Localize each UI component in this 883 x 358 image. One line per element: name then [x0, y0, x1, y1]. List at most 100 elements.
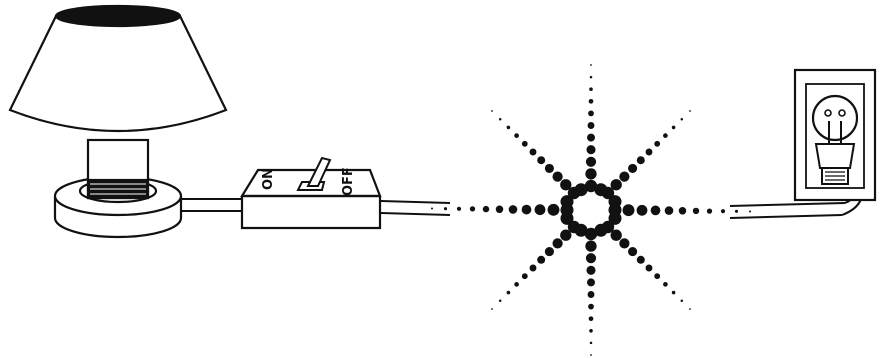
spark-dot: [552, 238, 563, 249]
spark-dot: [574, 223, 588, 237]
spark-dot: [588, 303, 594, 310]
spark-dot: [689, 110, 691, 112]
spark-dot: [749, 210, 751, 213]
spark-dot: [587, 122, 595, 129]
spark-dot: [544, 163, 554, 173]
lamp-neck: [86, 138, 150, 200]
spark-dot: [636, 255, 645, 264]
power-plug: [814, 121, 856, 185]
spark-dot: [584, 179, 598, 193]
spark-dot: [610, 229, 622, 241]
spark-dot: [610, 179, 622, 191]
spark-dot: [491, 110, 493, 112]
spark-dot: [514, 133, 519, 138]
spark-dot: [506, 290, 511, 295]
spark-dot: [586, 265, 596, 275]
spark-dot: [521, 140, 528, 147]
spark-dot: [636, 204, 648, 216]
spark-dot: [590, 64, 592, 66]
spark-dot: [521, 204, 532, 215]
spark-dot: [619, 171, 630, 182]
spark-dot: [587, 133, 595, 142]
spark-dot: [680, 117, 684, 121]
spark-dot: [560, 229, 572, 241]
spark-dot: [560, 179, 572, 191]
spark-dot: [720, 209, 726, 214]
spark-dot: [506, 125, 511, 130]
spark-dot: [622, 204, 635, 217]
spark-dot: [680, 299, 684, 303]
spark-dot: [589, 329, 593, 333]
spark-dot: [498, 117, 502, 121]
spark-dot: [645, 264, 653, 272]
spark-dot: [650, 205, 661, 216]
spark-dot: [608, 195, 622, 209]
spark-dot: [628, 247, 638, 257]
spark-dot: [636, 156, 645, 165]
spark-dot: [589, 75, 593, 79]
spark-dot: [586, 145, 596, 155]
spark-dot: [654, 140, 661, 147]
spark-dot: [671, 290, 676, 295]
spark-dot: [552, 171, 563, 182]
spark-dot: [587, 278, 595, 287]
spark-dot: [608, 211, 622, 225]
spark-dot: [588, 316, 594, 322]
spark-dot: [671, 125, 676, 130]
spark-dot: [692, 207, 700, 215]
cord-switch-to-outlet: [379, 184, 864, 219]
spark-dot: [589, 341, 593, 345]
electric-spark: [431, 64, 751, 356]
spark-dot: [645, 148, 653, 156]
spark-dot: [588, 110, 594, 117]
spark-dot: [521, 273, 528, 280]
spark-dot: [588, 98, 594, 104]
spark-dot: [560, 195, 574, 209]
spark-dot: [689, 308, 691, 310]
switch-off-label: OFF: [341, 167, 356, 196]
spark-dot: [585, 240, 597, 252]
spark-dot: [529, 148, 537, 156]
spark-dot: [585, 168, 597, 180]
spark-dot: [584, 227, 598, 241]
spark-dot: [706, 208, 713, 214]
spark-dot: [560, 211, 574, 225]
spark-dot: [495, 205, 504, 214]
spark-dot: [482, 205, 490, 213]
spark-dot: [514, 282, 519, 287]
spark-dot: [491, 308, 493, 310]
spark-dot: [574, 183, 588, 197]
spark-dot: [431, 207, 433, 210]
lamp-shade: [8, 4, 228, 133]
spark-dot: [590, 354, 592, 356]
spark-dot: [587, 291, 595, 298]
spark-dot: [529, 264, 537, 272]
spark-dot: [678, 207, 687, 215]
cord-lamp-to-switch: [180, 198, 242, 212]
toggle-lever[interactable]: [296, 156, 332, 191]
switch-on-label: ON: [261, 168, 276, 190]
spark-dot: [585, 253, 597, 264]
spark-dot: [734, 209, 739, 213]
spark-dot: [654, 273, 661, 280]
spark-dot: [585, 156, 597, 167]
lamp: [8, 4, 228, 239]
spark-dot: [663, 133, 668, 138]
spark-dot: [443, 207, 448, 211]
spark-dot: [628, 163, 638, 173]
spark-dot: [537, 255, 546, 264]
spark-dot: [456, 206, 462, 211]
spark-dot: [534, 204, 546, 216]
spark-dot: [547, 203, 560, 216]
spark-dot: [594, 223, 608, 237]
spark-dot: [619, 238, 630, 249]
spark-dot: [508, 205, 518, 214]
spark-dot: [594, 183, 608, 197]
spark-dot: [589, 87, 593, 91]
spark-dot: [537, 156, 546, 165]
spark-dot: [498, 299, 502, 303]
spark-dot: [469, 206, 476, 212]
spark-dot: [544, 247, 554, 257]
